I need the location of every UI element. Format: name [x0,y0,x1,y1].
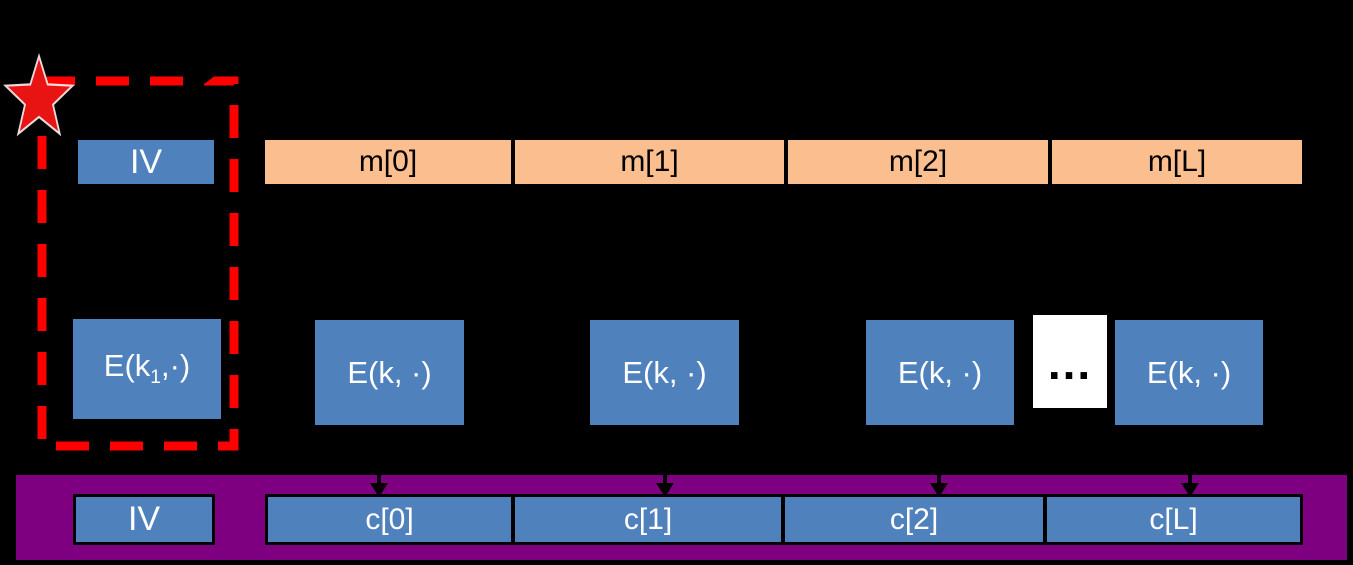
cipher-block-1: c[1] [515,497,785,542]
encrypt-block-1: E(k, ·) [590,320,739,425]
cipher-block-L: c[L] [1047,497,1300,542]
encrypt-block-0: E(k, ·) [315,320,464,425]
iv-block-bottom: IV [73,494,215,545]
message-strip: m[0] m[1] m[2] m[L] [265,140,1302,184]
cipher-block-0: c[0] [268,497,515,542]
message-block-L: m[L] [1052,140,1302,184]
star-icon [3,52,75,137]
message-block-0: m[0] [265,140,515,184]
dashed-box-corner-mark [190,64,224,91]
iv-block-top: IV [78,140,214,184]
message-block-2: m[2] [788,140,1052,184]
ellipsis-label: ... [1047,337,1093,389]
ellipsis-box: ... [1033,315,1107,408]
cipher-block-2: c[2] [785,497,1047,542]
ciphertext-strip: c[0] c[1] c[2] c[L] [265,494,1303,545]
encrypt-block-2: E(k, ·) [866,320,1014,425]
message-block-1: m[1] [515,140,788,184]
encrypt-block-L: E(k, ·) [1115,320,1263,425]
encrypt-block-k1: E(k1,·) [73,319,221,419]
encrypt-block-k1-label: E(k1,·) [103,348,191,389]
